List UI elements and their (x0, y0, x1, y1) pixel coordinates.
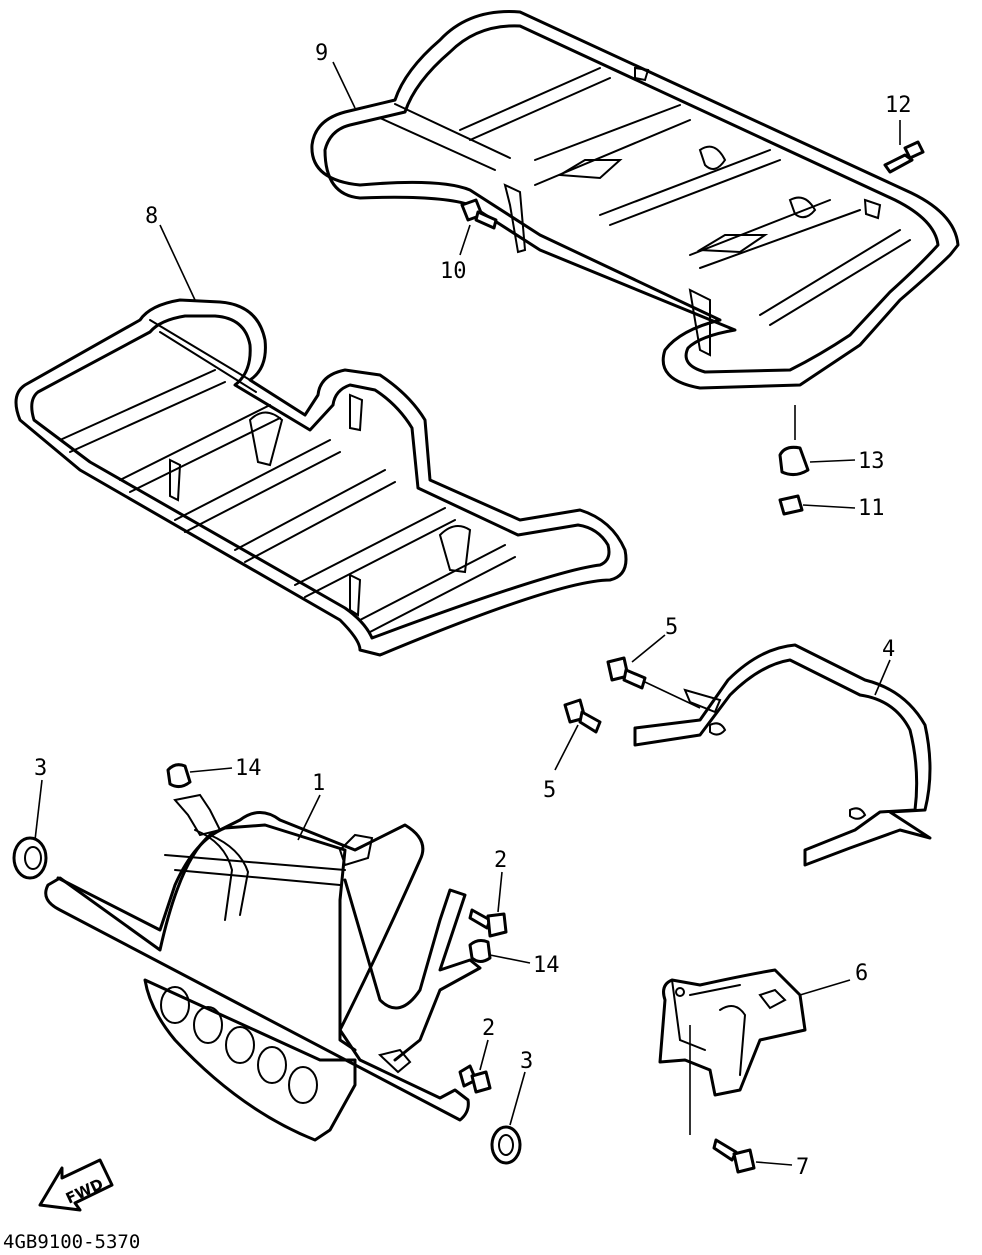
callout-4: 4 (882, 637, 895, 662)
callout-5-upper: 5 (665, 615, 678, 640)
callout-9: 9 (315, 41, 328, 66)
bolt-5-upper (606, 656, 647, 690)
leader-10 (459, 224, 471, 256)
callout-5-lower: 5 (543, 778, 556, 803)
leader-6 (799, 979, 851, 996)
front-bumper-part-1 (44, 793, 482, 1142)
callout-8: 8 (145, 204, 158, 229)
leader-5-upper (631, 634, 666, 663)
leader-5-lower (554, 724, 579, 771)
callout-2-upper: 2 (494, 848, 507, 873)
clamp-13 (778, 445, 810, 477)
rear-guard-part-4 (633, 643, 932, 867)
callout-3-left: 3 (34, 756, 47, 781)
callout-7: 7 (796, 1155, 809, 1180)
leader-2-upper (497, 871, 503, 913)
nut-14-upper (166, 763, 192, 789)
callout-1: 1 (312, 771, 325, 796)
collar-11 (778, 494, 804, 516)
nut-14-lower (468, 939, 492, 963)
leader-11 (802, 504, 856, 509)
leader-3-left (34, 779, 43, 841)
rear-carrier-part-9 (310, 10, 960, 390)
bolt-10 (460, 198, 498, 230)
callout-12: 12 (885, 93, 912, 118)
callout-10: 10 (440, 259, 467, 284)
leader-8 (159, 224, 196, 301)
leader-9 (332, 61, 356, 109)
callout-13: 13 (858, 449, 885, 474)
bolt-12 (883, 140, 925, 174)
grommet-3-right (490, 1125, 522, 1165)
callout-14-upper: 14 (235, 756, 262, 781)
callout-6: 6 (855, 961, 868, 986)
leader-14-lower (489, 954, 531, 964)
bolt-2-lower (458, 1064, 492, 1094)
leader-4 (874, 659, 891, 696)
fwd-arrow-icon (38, 1158, 114, 1212)
bolt-7 (712, 1138, 756, 1174)
callout-11: 11 (858, 496, 885, 521)
leader-14-upper (189, 767, 233, 773)
leader-7 (755, 1161, 793, 1166)
leader-1 (297, 794, 321, 841)
leader-2-lower (479, 1039, 489, 1071)
leader-3-right (509, 1071, 526, 1126)
leader-5-to-bar (644, 681, 701, 709)
bolt-2-upper (468, 908, 508, 938)
drawing-code: 4GB9100-5370 (3, 1231, 140, 1253)
leader-13 (809, 459, 856, 463)
front-carrier-part-8 (14, 298, 628, 657)
callout-14-lower: 14 (533, 953, 560, 978)
callout-3-right: 3 (520, 1049, 533, 1074)
bolt-5-lower (563, 698, 602, 734)
grommet-3-left (12, 836, 48, 880)
bracket-part-6 (658, 968, 807, 1097)
callout-2-lower: 2 (482, 1016, 495, 1041)
